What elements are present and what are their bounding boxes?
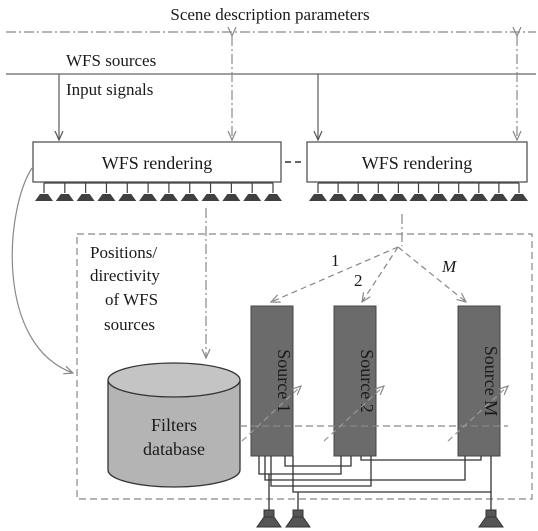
speaker-icon bbox=[510, 183, 528, 201]
source-block-1 bbox=[250, 305, 294, 457]
wfs-rendering-label-2: WFS rendering bbox=[362, 153, 472, 173]
input-signals-label: Input signals bbox=[66, 80, 153, 99]
branch-label-2: 2 bbox=[354, 271, 363, 290]
positions-label-4: sources bbox=[104, 315, 155, 334]
branch-arrow-m bbox=[397, 246, 466, 302]
branch-label-m: M bbox=[441, 257, 457, 276]
output-speaker-1 bbox=[256, 509, 282, 528]
positions-label-1: Positions/ bbox=[90, 243, 157, 262]
speaker-icon bbox=[309, 183, 327, 201]
speaker-icon bbox=[139, 183, 158, 201]
speaker-icon bbox=[180, 183, 199, 201]
wfs-sources-label: WFS sources bbox=[66, 51, 156, 70]
filter-arrow-1 bbox=[241, 386, 301, 442]
output-wiring bbox=[258, 456, 492, 510]
speaker-array-2 bbox=[309, 182, 528, 201]
speaker-icon bbox=[201, 183, 220, 201]
speaker-icon bbox=[222, 183, 241, 201]
source-block-m bbox=[457, 305, 501, 457]
speaker-icon bbox=[369, 183, 388, 201]
source-label-1: Source 1 bbox=[274, 349, 294, 412]
speaker-array-1 bbox=[35, 182, 282, 201]
speaker-icon bbox=[76, 183, 95, 201]
curved-arrow bbox=[11, 167, 73, 373]
wfs-rendering-block-1 bbox=[32, 141, 282, 183]
speaker-icon bbox=[159, 183, 178, 201]
speaker-icon bbox=[264, 183, 282, 201]
speaker-icon bbox=[97, 183, 116, 201]
filter-arrow-m bbox=[447, 386, 508, 442]
wfs-rendering-block-2 bbox=[306, 141, 528, 183]
speaker-icon bbox=[489, 183, 508, 201]
database-label-1: Filters bbox=[151, 415, 197, 435]
processing-region bbox=[76, 233, 533, 500]
output-speaker-m bbox=[478, 509, 504, 528]
header-label: Scene description parameters bbox=[170, 5, 369, 24]
branch-arrow-1 bbox=[271, 246, 399, 302]
speaker-icon bbox=[329, 183, 348, 201]
wfs-rendering-label-1: WFS rendering bbox=[102, 153, 212, 173]
branch-label-1: 1 bbox=[331, 251, 340, 270]
speaker-icon bbox=[349, 183, 368, 201]
speaker-icon bbox=[389, 183, 408, 201]
output-speaker-2 bbox=[285, 509, 311, 528]
speaker-icon bbox=[55, 183, 74, 201]
source-label-2: Source 2 bbox=[357, 349, 377, 412]
filter-arrow-2 bbox=[323, 386, 384, 442]
speaker-icon bbox=[469, 183, 488, 201]
positions-label-3: of WFS bbox=[105, 290, 158, 309]
branch-arrow-2 bbox=[362, 246, 399, 302]
positions-label-2: directivity bbox=[90, 266, 160, 285]
speaker-icon bbox=[243, 183, 262, 201]
source-block-2 bbox=[333, 305, 377, 457]
database-label-2: database bbox=[143, 439, 205, 459]
filters-database bbox=[107, 362, 241, 488]
speaker-icon bbox=[35, 183, 53, 201]
speaker-icon bbox=[409, 183, 428, 201]
speaker-icon bbox=[429, 183, 448, 201]
speaker-icon bbox=[118, 183, 137, 201]
source-label-m: Source M bbox=[481, 346, 501, 417]
speaker-icon bbox=[449, 183, 468, 201]
